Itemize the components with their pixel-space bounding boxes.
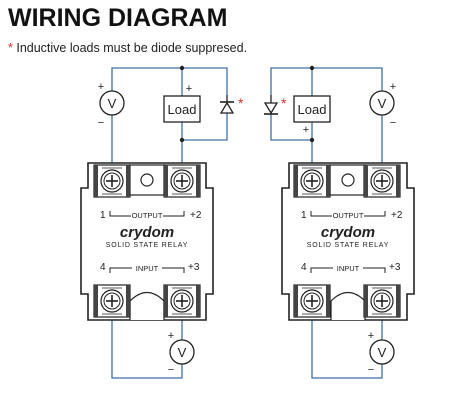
left-input-meter-plus: + xyxy=(168,330,174,342)
page-title: WIRING DIAGRAM xyxy=(8,4,228,32)
right-load: Load + xyxy=(293,95,331,136)
left-terminal-3: +3 xyxy=(188,262,200,273)
right-meter-plus: + xyxy=(390,81,396,93)
right-input-meter-symbol: V xyxy=(378,345,387,360)
right-meter-minus: − xyxy=(390,117,396,129)
left-terminal-2: +2 xyxy=(190,210,202,221)
left-input-meter-minus: − xyxy=(168,364,174,376)
left-meter-symbol: V xyxy=(108,96,117,111)
left-load-label: Load xyxy=(168,102,197,117)
right-relay-brand: crydom xyxy=(321,224,375,241)
right-relay: 1 +2 OUTPUT crydom SOLID STATE RELAY 4 +… xyxy=(281,162,415,321)
right-circuit: V + − Load + * 1 +2 xyxy=(263,65,415,379)
right-load-label: Load xyxy=(298,102,327,117)
left-output-label: OUTPUT xyxy=(132,211,163,220)
left-input-meter-symbol: V xyxy=(178,345,187,360)
left-relay-brand: crydom xyxy=(120,224,174,241)
left-input-voltmeter: V + − xyxy=(168,330,195,376)
left-load: Load + xyxy=(163,83,201,123)
right-meter-symbol: V xyxy=(378,96,387,111)
left-output-voltmeter: V + − xyxy=(98,81,125,129)
right-input-voltmeter: V + − xyxy=(368,330,395,376)
note-asterisk: * xyxy=(8,41,13,55)
right-input-label: INPUT xyxy=(337,264,360,273)
left-terminal-1: 1 xyxy=(100,210,106,221)
left-relay: 1 +2 OUTPUT crydom SOLID STATE RELAY 4 +… xyxy=(80,162,214,321)
right-terminal-3: +3 xyxy=(389,262,401,273)
right-diode-asterisk: * xyxy=(281,95,287,111)
right-relay-subtitle: SOLID STATE RELAY xyxy=(307,242,389,249)
left-circuit: V + − Load + * 1 +2 xyxy=(80,65,244,379)
right-terminal-2: +2 xyxy=(391,210,403,221)
right-wires xyxy=(270,67,383,379)
right-terminal-1: 1 xyxy=(301,210,307,221)
right-input-meter-plus: + xyxy=(368,330,374,342)
right-diode: * xyxy=(263,95,287,115)
left-wires xyxy=(111,67,228,379)
right-output-label: OUTPUT xyxy=(333,211,364,220)
left-relay-subtitle: SOLID STATE RELAY xyxy=(106,242,188,249)
left-terminal-4: 4 xyxy=(100,262,106,273)
left-load-plus: + xyxy=(186,83,192,95)
note-text: * Inductive loads must be diode supprese… xyxy=(8,41,247,55)
note-message: Inductive loads must be diode suppresed. xyxy=(12,41,248,55)
right-load-plus: + xyxy=(303,124,309,136)
left-diode-asterisk: * xyxy=(238,95,244,111)
left-meter-plus: + xyxy=(98,81,104,93)
right-terminal-4: 4 xyxy=(301,262,307,273)
right-input-meter-minus: − xyxy=(368,364,374,376)
left-meter-minus: − xyxy=(98,117,104,129)
left-input-label: INPUT xyxy=(136,264,159,273)
left-diode: * xyxy=(219,95,244,114)
right-output-voltmeter: V + − xyxy=(369,81,396,129)
